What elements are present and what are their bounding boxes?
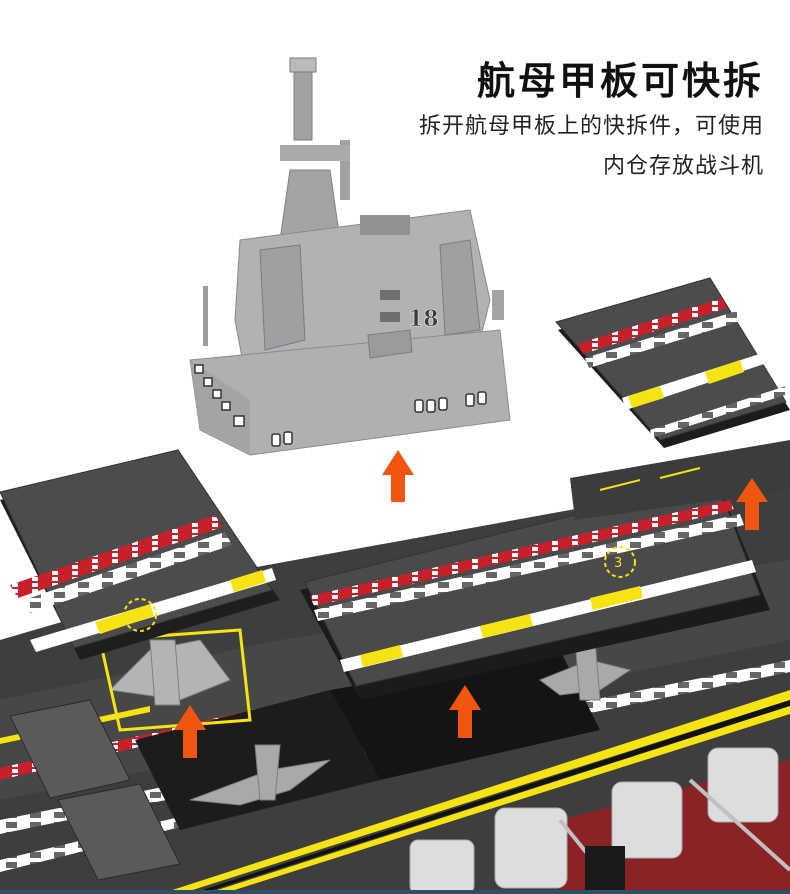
right-panel-lift-arrow: [736, 478, 768, 530]
hull-sponsons: [409, 747, 790, 894]
fighter-jet-lower: [189, 744, 331, 806]
bottom-edge: [0, 890, 790, 894]
hull-number: 18: [408, 306, 439, 332]
fighter-jet-right: [538, 639, 632, 701]
description-line-1: 拆开航母甲板上的快拆件，可使用: [418, 114, 764, 139]
headline: 航母甲板可快拆: [476, 59, 764, 103]
upper-right-deck: [570, 440, 790, 520]
deck-spot-number: 3: [614, 556, 622, 571]
center-panel-lift-arrow: [449, 685, 481, 738]
left-bay-lift-arrow: [174, 705, 206, 758]
left-deck-panel: [0, 449, 280, 660]
island-lift-arrow: [382, 450, 414, 502]
island-superstructure: 18: [189, 57, 511, 456]
fighter-jet-left: [108, 639, 231, 706]
landing-frame: [98, 628, 252, 732]
center-deck-panel: 3: [300, 479, 770, 700]
description-line-2: 内仓存放战斗机: [602, 154, 764, 179]
floating-deck-panel: [555, 277, 790, 448]
